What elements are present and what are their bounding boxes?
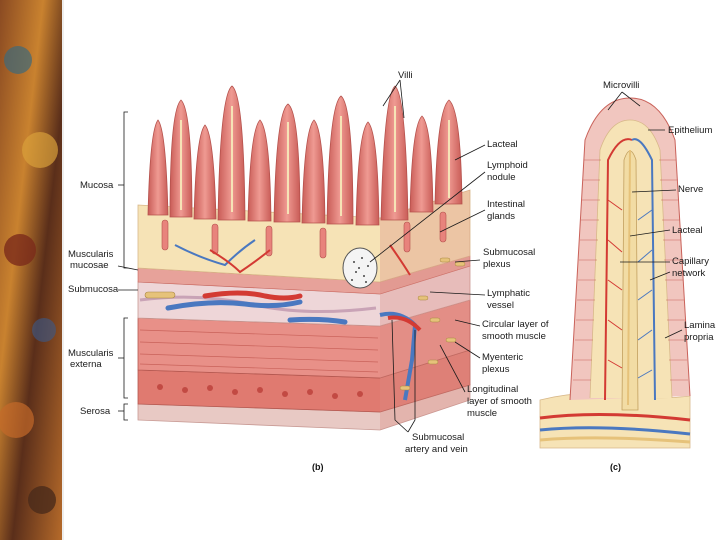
label-submucosal-plexus-1: Submucosal bbox=[483, 247, 535, 258]
label-submucosa: Submucosa bbox=[68, 284, 119, 295]
panel-label-b: (b) bbox=[312, 462, 324, 472]
label-intestinal-glands-2: glands bbox=[487, 211, 515, 222]
left-layer-labels: Mucosa Muscularis mucosae Submucosa Musc… bbox=[68, 180, 119, 417]
label-submucosal-artery-1: Submucosal bbox=[412, 432, 464, 443]
label-mucosa: Mucosa bbox=[80, 180, 114, 191]
label-myenteric-plexus-2: plexus bbox=[482, 364, 510, 375]
label-villi: Villi bbox=[398, 70, 413, 81]
label-capillary-network-1: Capillary bbox=[672, 256, 709, 267]
detail-labels: Microvilli Epithelium Nerve Lacteal Capi… bbox=[603, 80, 716, 472]
label-submucosal-artery-2: artery and vein bbox=[405, 444, 468, 455]
leader-lines-c bbox=[607, 91, 683, 339]
label-nerve: Nerve bbox=[678, 184, 703, 195]
label-serosa: Serosa bbox=[80, 406, 111, 417]
label-capillary-network-2: network bbox=[672, 268, 706, 279]
label-lymphoid-nodule-2: nodule bbox=[487, 172, 516, 183]
villus-labels: Villi Lacteal Lymphoid nodule Intestinal… bbox=[312, 70, 549, 472]
panel-label-c: (c) bbox=[610, 462, 621, 472]
layer-brackets bbox=[117, 111, 139, 421]
label-muscularis-externa-2: externa bbox=[70, 359, 102, 370]
label-microvilli: Microvilli bbox=[603, 80, 639, 91]
label-myenteric-plexus-1: Myenteric bbox=[482, 352, 523, 363]
label-circular-layer-2: smooth muscle bbox=[482, 331, 546, 342]
label-intestinal-glands-1: Intestinal bbox=[487, 199, 525, 210]
villus-detail bbox=[539, 97, 691, 449]
label-lamina-propria-2: propria bbox=[684, 332, 714, 343]
label-lymphatic-vessel-2: vessel bbox=[487, 300, 514, 311]
leader-lines-b bbox=[369, 79, 486, 433]
label-muscularis-externa-1: Muscularis bbox=[68, 348, 114, 359]
label-longitudinal-layer-3: muscle bbox=[467, 408, 497, 419]
label-lacteal: Lacteal bbox=[487, 139, 518, 150]
label-lymphoid-nodule-1: Lymphoid bbox=[487, 160, 528, 171]
label-submucosal-plexus-2: plexus bbox=[483, 259, 511, 270]
label-epithelium: Epithelium bbox=[668, 125, 712, 136]
label-muscularis-mucosae-1: Muscularis bbox=[68, 249, 114, 260]
label-longitudinal-layer-2: layer of smooth bbox=[467, 396, 532, 407]
intestine-wall-block bbox=[137, 85, 471, 431]
label-muscularis-mucosae-2: mucosae bbox=[70, 260, 109, 271]
label-longitudinal-layer-1: Longitudinal bbox=[467, 384, 518, 395]
label-lamina-propria-1: Lamina bbox=[684, 320, 716, 331]
decorative-sidebar bbox=[0, 0, 64, 540]
label-circular-layer-1: Circular layer of bbox=[482, 319, 549, 330]
label-lymphatic-vessel-1: Lymphatic bbox=[487, 288, 530, 299]
label-detail-lacteal: Lacteal bbox=[672, 225, 703, 236]
